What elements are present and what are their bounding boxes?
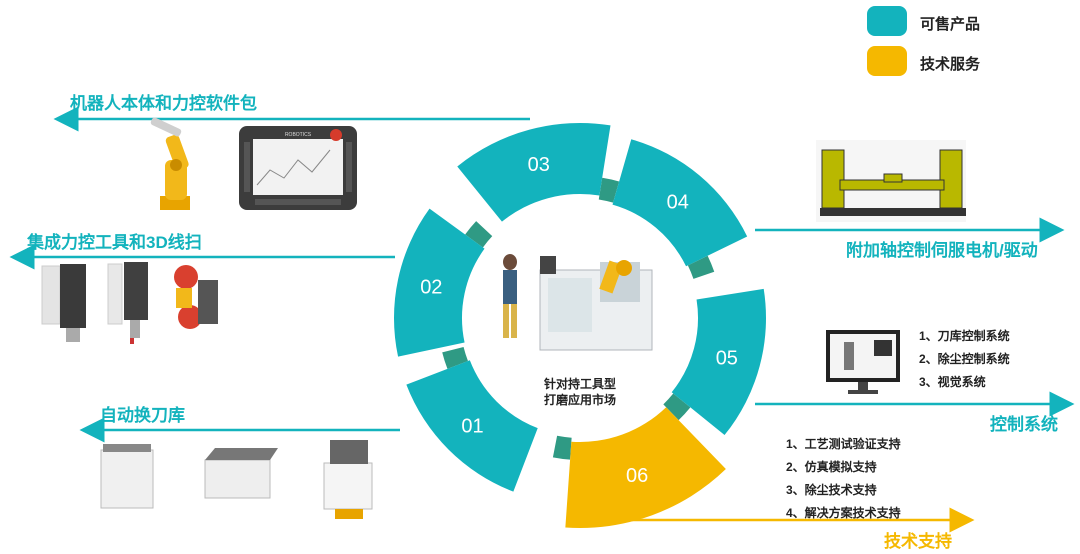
label-tech-support: 技术支持 [884,532,952,551]
list-item: 4、解决方案技术支持 [786,506,901,520]
list-item: 2、除尘控制系统 [919,352,1010,366]
robot-arm-image [150,117,190,210]
list-item: 2、仿真模拟支持 [786,460,877,474]
pendant-brand: ROBOTICS [285,132,312,138]
ring-segment-number: 05 [716,347,738,369]
ring-segment-06 [565,407,726,529]
ring-gap [663,393,691,421]
ring-segment-number: 01 [461,415,483,437]
ring-segment-01 [406,360,538,492]
ring-gap [598,177,620,203]
ring-segments: 01 02 03 04 05 06 [393,123,766,529]
label-robot-pkg: 机器人本体和力控软件包 [70,94,257,113]
ring-gap [442,347,468,369]
tech-support-list: 1、工艺测试验证支持 2、仿真模拟支持 3、除尘技术支持 4、解决方案技术支持 [786,433,901,525]
ring-segment-number: 04 [667,192,689,214]
ring-segment-05 [671,288,766,436]
ring-segment-number: 06 [626,465,648,487]
center-caption-line2: 打磨应用市场 [543,393,616,407]
teach-pendant-image: ROBOTICS [239,126,357,210]
legend-swatch-services [867,46,907,76]
ring-gap [465,221,493,248]
label-force-tool: 集成力控工具和3D线扫 [27,233,202,252]
list-item: 3、视觉系统 [919,375,986,389]
center-caption-line1: 针对持工具型 [543,377,616,391]
label-aux-axis: 附加轴控制伺服电机/驱动 [846,241,1038,260]
label-tool-changer: 自动换刀库 [100,406,185,425]
workcell-image [503,254,653,351]
label-control-system: 控制系统 [990,415,1058,434]
aux-axis-image [816,140,966,222]
ring-gaps [442,177,715,460]
ring-segment-02 [393,208,485,357]
control-system-list: 1、刀库控制系统 2、除尘控制系统 3、视觉系统 [919,325,1010,394]
tool-changer-image [100,440,373,519]
list-item: 1、工艺测试验证支持 [786,437,901,451]
ring-segment-number: 03 [528,154,550,176]
list-item: 3、除尘技术支持 [786,483,877,497]
list-item: 1、刀库控制系统 [919,329,1010,343]
ring-gap [687,255,715,279]
legend-label-services: 技术服务 [920,56,981,73]
ring-segment-number: 02 [420,276,442,298]
center-caption: 针对持工具型 打磨应用市场 [520,376,640,408]
ring-segment-03 [457,123,611,222]
legend-label-products: 可售产品 [920,16,981,33]
force-tool-image [41,262,218,344]
ring-gap [552,435,572,460]
legend-swatch-products [867,6,907,36]
ring-segment-04 [612,139,748,267]
monitor-image [826,330,900,394]
